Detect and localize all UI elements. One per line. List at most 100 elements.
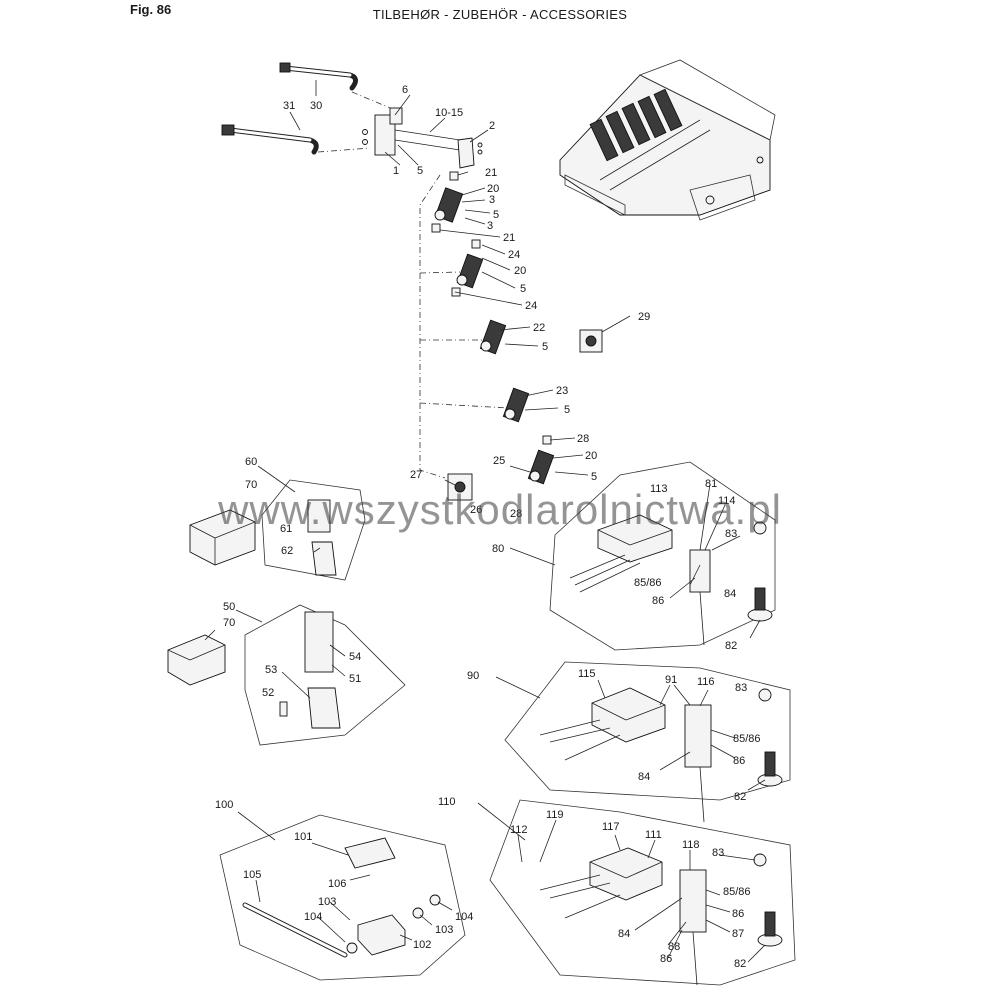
callout-28: 28 bbox=[510, 508, 522, 520]
callout-61: 61 bbox=[280, 523, 292, 535]
callout-21: 21 bbox=[485, 167, 497, 179]
callout-5: 5 bbox=[520, 283, 526, 295]
control-box-27 bbox=[447, 473, 473, 501]
callout-113: 113 bbox=[650, 483, 668, 495]
callout-27: 27 bbox=[410, 469, 422, 481]
callout-85-86: 85/86 bbox=[634, 577, 662, 589]
callout-53: 53 bbox=[265, 664, 277, 676]
kit-outline-80 bbox=[549, 461, 776, 651]
machine-frame-illustration bbox=[559, 59, 776, 221]
kit-outline-100 bbox=[219, 814, 466, 981]
diverter-valve-block bbox=[362, 107, 461, 156]
cylinder-105 bbox=[242, 902, 348, 958]
callout-86: 86 bbox=[733, 755, 745, 767]
callout-118: 118 bbox=[682, 839, 700, 851]
callout-103: 103 bbox=[318, 896, 336, 908]
callout-31: 31 bbox=[283, 100, 295, 112]
callout-3: 3 bbox=[487, 220, 493, 232]
valve-section-23 bbox=[502, 387, 530, 423]
kit-outline-90 bbox=[504, 661, 791, 801]
callout-83: 83 bbox=[725, 528, 737, 540]
switch-panel-61 bbox=[307, 499, 331, 533]
joystick-82-b bbox=[757, 688, 783, 787]
valve-section-20-c bbox=[527, 435, 555, 485]
kit-outline-60 bbox=[261, 479, 366, 581]
callout-60: 60 bbox=[245, 456, 257, 468]
joystick-panel-118 bbox=[679, 869, 707, 986]
valve-102 bbox=[357, 914, 406, 956]
callout-83: 83 bbox=[712, 847, 724, 859]
callout-22: 22 bbox=[533, 322, 545, 334]
callout-81: 81 bbox=[705, 478, 717, 490]
leader-lines bbox=[204, 80, 766, 963]
callout-25: 25 bbox=[493, 455, 505, 467]
callout-115: 115 bbox=[578, 668, 596, 680]
kit-outline-50 bbox=[244, 604, 406, 746]
callout-104: 104 bbox=[455, 911, 473, 923]
figure-number: Fig. 86 bbox=[130, 2, 172, 17]
bracket-62 bbox=[311, 541, 337, 576]
callout-101: 101 bbox=[294, 831, 312, 843]
callout-20: 20 bbox=[514, 265, 526, 277]
callout-51: 51 bbox=[349, 673, 361, 685]
callout-23: 23 bbox=[556, 385, 568, 397]
callout-28: 28 bbox=[577, 433, 589, 445]
callout-87: 87 bbox=[732, 928, 744, 940]
callout-29: 29 bbox=[638, 311, 650, 323]
callout-5: 5 bbox=[591, 471, 597, 483]
callout-54: 54 bbox=[349, 651, 361, 663]
kit-outline-110 bbox=[489, 799, 796, 986]
callout-80: 80 bbox=[492, 543, 504, 555]
callout-84: 84 bbox=[618, 928, 630, 940]
callout-102: 102 bbox=[413, 939, 431, 951]
callout-26: 26 bbox=[470, 504, 482, 516]
bracket-53 bbox=[307, 687, 341, 729]
hydraulic-hose-30 bbox=[279, 62, 358, 91]
valve-section-20-a bbox=[431, 171, 464, 233]
control-unit-117 bbox=[589, 847, 663, 901]
callout-5: 5 bbox=[417, 165, 423, 177]
valve-section-20-b bbox=[451, 239, 484, 297]
joystick-82-a bbox=[747, 521, 773, 622]
callout-30: 30 bbox=[310, 100, 322, 112]
joystick-panel-116 bbox=[684, 704, 712, 823]
switch-panel-51 bbox=[304, 611, 334, 673]
callout-103: 103 bbox=[435, 924, 453, 936]
callout-3: 3 bbox=[489, 194, 495, 206]
valve-section-22 bbox=[479, 319, 507, 355]
callout-104: 104 bbox=[304, 911, 322, 923]
callout-116: 116 bbox=[697, 676, 715, 688]
callout-88: 88 bbox=[668, 941, 680, 953]
callout-24: 24 bbox=[525, 300, 537, 312]
callout-90: 90 bbox=[467, 670, 479, 682]
control-box-29 bbox=[579, 329, 603, 353]
callout-91: 91 bbox=[665, 674, 677, 686]
callout-83: 83 bbox=[735, 682, 747, 694]
callout-5: 5 bbox=[542, 341, 548, 353]
callout-110: 110 bbox=[438, 796, 456, 808]
joystick-82-c bbox=[753, 853, 783, 947]
callout-86: 86 bbox=[660, 953, 672, 965]
control-unit-80 bbox=[597, 514, 673, 563]
fitting-104-a bbox=[346, 942, 358, 954]
callout-114: 114 bbox=[718, 495, 736, 507]
hydraulic-hose-31 bbox=[221, 124, 319, 155]
callout-20: 20 bbox=[487, 183, 499, 195]
callout-117: 117 bbox=[602, 821, 620, 833]
knob-52 bbox=[279, 701, 288, 717]
joystick-panel-114 bbox=[689, 549, 711, 646]
callout-5: 5 bbox=[564, 404, 570, 416]
control-box-70-b bbox=[167, 634, 226, 686]
callout-2: 2 bbox=[489, 120, 495, 132]
callout-106: 106 bbox=[328, 878, 346, 890]
callout-20: 20 bbox=[585, 450, 597, 462]
callout-82: 82 bbox=[725, 640, 737, 652]
callout-84: 84 bbox=[724, 588, 736, 600]
bracket-101 bbox=[344, 837, 396, 869]
callout-86: 86 bbox=[652, 595, 664, 607]
callout-119: 119 bbox=[546, 809, 564, 821]
callout-85-86: 85/86 bbox=[733, 733, 761, 745]
callout-100: 100 bbox=[215, 799, 233, 811]
callout-6: 6 bbox=[402, 84, 408, 96]
callout-1: 1 bbox=[393, 165, 399, 177]
